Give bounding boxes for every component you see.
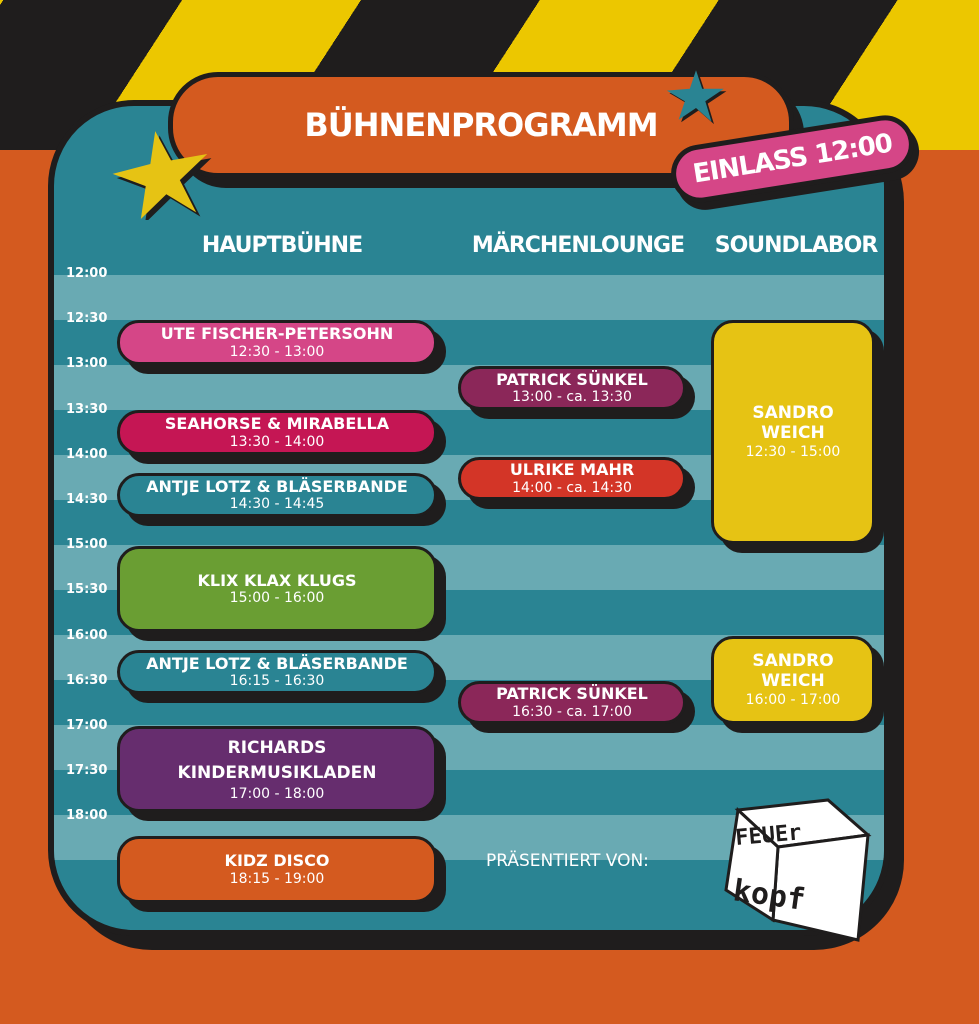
event-time: 16:00 - 17:00 xyxy=(745,691,841,708)
event-time: 16:30 - ca. 17:00 xyxy=(512,703,632,720)
event-time: 12:30 - 13:00 xyxy=(229,343,325,360)
time-label: 13:00 xyxy=(66,356,108,372)
teal-star-icon xyxy=(666,70,727,124)
time-label: 17:30 xyxy=(66,763,108,779)
event-name: SANDRO WEICH xyxy=(752,651,834,691)
time-label: 12:00 xyxy=(66,266,108,281)
event-card-haupt: RICHARDS KINDERMUSIKLADEN 17:00 - 18:00 xyxy=(117,726,437,812)
svg-text:FEUEr: FEUEr xyxy=(734,820,802,851)
event-time: 13:00 - ca. 13:30 xyxy=(512,389,632,406)
time-label: 15:30 xyxy=(66,582,108,598)
time-label: 14:00 xyxy=(66,446,108,462)
event-time: 14:30 - 14:45 xyxy=(229,496,325,513)
stage-header-hauptbuehne: HAUPTBÜHNE xyxy=(201,233,363,258)
time-label: 14:30 xyxy=(66,492,108,507)
event-time: 14:00 - ca. 14:30 xyxy=(512,479,632,496)
time-label: 16:30 xyxy=(66,672,108,688)
time-label: 16:00 xyxy=(66,627,108,643)
event-name: SANDRO WEICH xyxy=(752,403,834,443)
time-label: 17:00 xyxy=(66,718,108,733)
event-name: ULRIKE MAHR xyxy=(509,460,635,480)
time-label: 12:30 xyxy=(66,311,108,327)
time-label: 18:00 xyxy=(66,808,108,824)
stage-header-soundlabor: SOUNDLABOR xyxy=(714,233,879,258)
event-name: KIDZ DISCO xyxy=(224,851,330,871)
event-time: 16:15 - 16:30 xyxy=(229,673,325,690)
stage-header-maerchenlounge: MÄRCHENLOUNGE xyxy=(471,233,685,258)
event-time: 18:15 - 19:00 xyxy=(229,870,325,887)
time-label: 15:00 xyxy=(66,537,108,553)
event-time: 15:00 - 16:00 xyxy=(229,590,325,607)
event-name: UTE FISCHER-PETERSOHN xyxy=(160,324,394,344)
feuerkopf-logo: FEUEr kopf xyxy=(724,798,872,942)
time-label: 13:30 xyxy=(66,401,108,417)
page-title: BÜHNENPROGRAMM xyxy=(304,106,658,144)
event-name: ANTJE LOTZ & BLÄSERBANDE xyxy=(146,476,408,496)
yellow-star-icon xyxy=(112,131,212,220)
event-name: KLIX KLAX KLUGS xyxy=(197,570,357,590)
event-name: RICHARDS KINDERMUSIKLADEN xyxy=(177,738,377,783)
event-name: SEAHORSE & MIRABELLA xyxy=(164,414,390,434)
event-name: PATRICK SÜNKEL xyxy=(496,369,648,389)
event-name: ANTJE LOTZ & BLÄSERBANDE xyxy=(146,653,408,673)
event-time: 12:30 - 15:00 xyxy=(745,443,841,460)
event-time: 13:30 - 14:00 xyxy=(229,433,325,450)
event-name: PATRICK SÜNKEL xyxy=(496,684,648,704)
row-stripe xyxy=(54,275,884,320)
event-time: 17:00 - 18:00 xyxy=(229,785,325,802)
presented-by-label: PRÄSENTIERT VON: xyxy=(486,851,649,871)
